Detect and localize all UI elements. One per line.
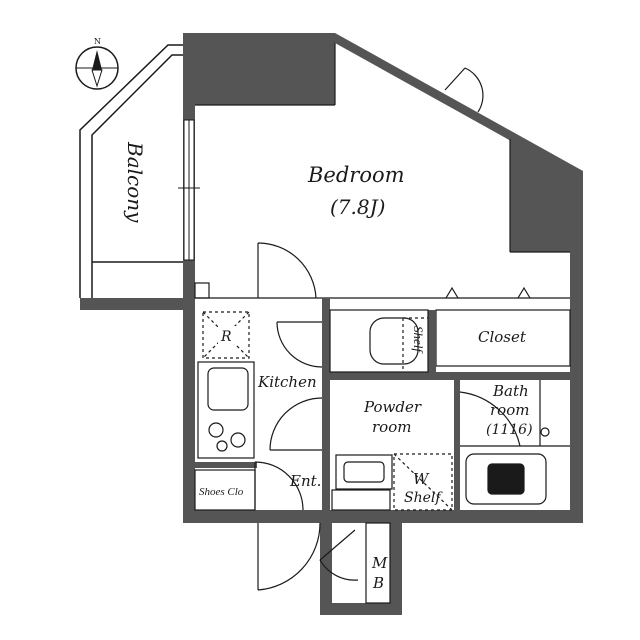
powder-room-label-1: Powder <box>363 398 422 416</box>
bedroom: Bedroom (7.8J) <box>195 43 570 299</box>
kitchen: R Kitchen <box>197 311 323 459</box>
w-shelf-label-2: Shelf <box>404 490 443 506</box>
exterior-walls <box>80 33 583 615</box>
bedroom-door <box>257 242 317 299</box>
bathroom-label-1: Bath <box>492 382 529 400</box>
kitchen-label: Kitchen <box>257 373 317 391</box>
bedroom-size: (7.8J) <box>330 195 385 219</box>
bathroom-label-2: room <box>490 401 529 419</box>
w-shelf-label-1: W <box>413 470 430 488</box>
compass-north-label: N <box>94 37 101 46</box>
balcony-window <box>178 119 200 261</box>
bedroom-label: Bedroom <box>307 163 405 187</box>
compass-icon: N <box>75 37 119 90</box>
toilet-room: Shelf <box>329 309 429 373</box>
balcony-label: Balcony <box>123 141 147 223</box>
bathroom-size: (1116) <box>486 422 533 438</box>
entrance-label: Ent. <box>289 472 321 490</box>
refrigerator-label: R <box>220 329 232 345</box>
meter-box-label-1: M <box>371 554 388 572</box>
entrance: Shoes Clo Ent. <box>194 461 391 511</box>
interior-walls <box>195 298 570 510</box>
powder-room: Powder room W Shelf <box>335 398 453 511</box>
bedroom-window-door <box>444 67 484 113</box>
front-door: M B <box>257 522 391 604</box>
shelf-label: Shelf <box>411 326 426 354</box>
balcony: Balcony <box>79 44 183 298</box>
powder-room-label-2: room <box>372 418 411 436</box>
meter-box-label-2: B <box>372 574 384 592</box>
shoes-closet-label: Shoes Clo <box>199 486 244 498</box>
pipe-shaft <box>194 282 210 299</box>
bathroom: Bath room (1116) <box>459 380 570 505</box>
closet-label: Closet <box>478 328 527 346</box>
closet: Closet <box>435 286 571 367</box>
